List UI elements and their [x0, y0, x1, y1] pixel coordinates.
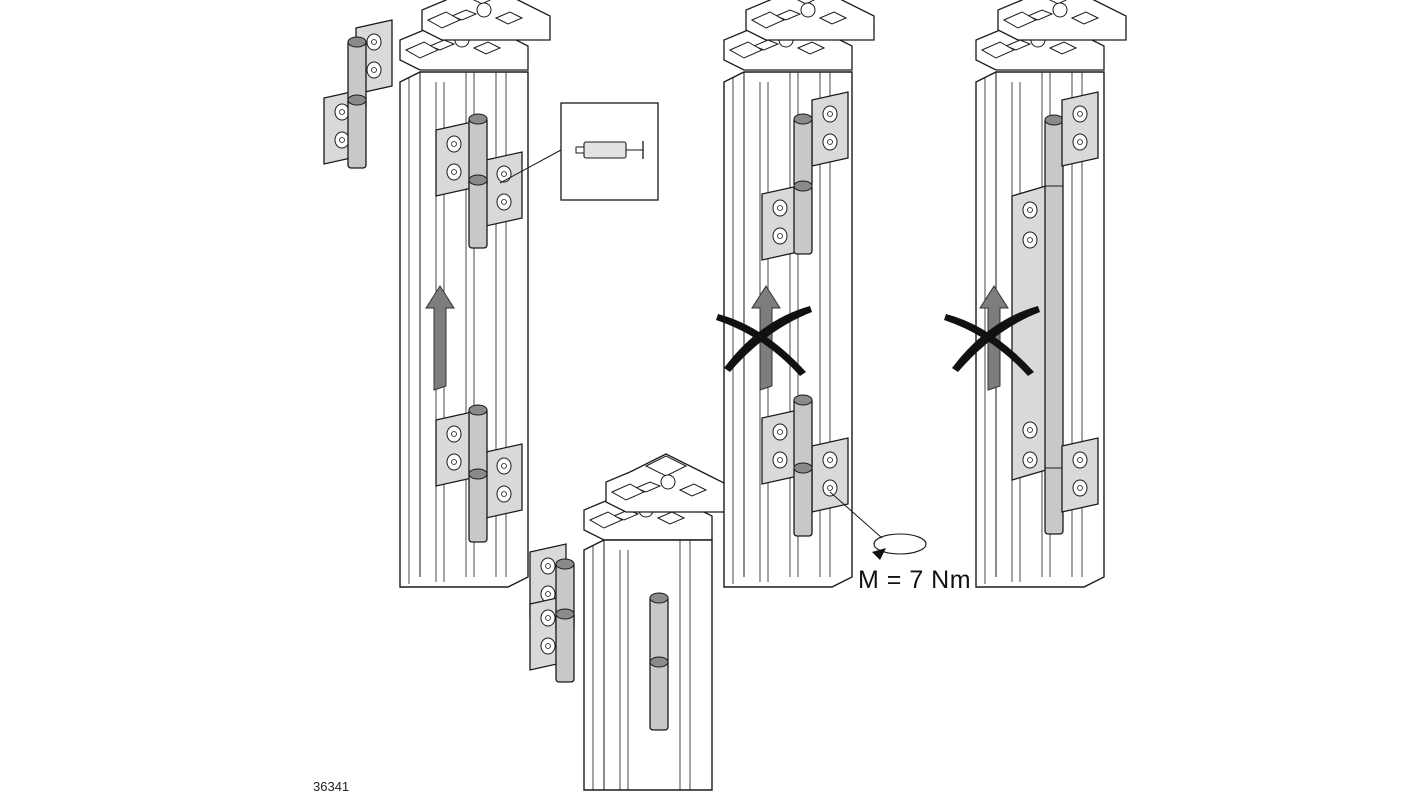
figure-number: 36341: [313, 779, 350, 794]
loose-hinge-icon: [323, 19, 393, 169]
screw-detail-icon: [499, 102, 659, 201]
long-hinge-leaf-panel-4: [1011, 114, 1064, 535]
torque-rotation-icon: [829, 491, 927, 560]
loose-hinge-lower-icon: [529, 543, 575, 683]
profile-panel-2: [583, 453, 735, 791]
torque-label: M = 7 Nm: [858, 566, 972, 594]
